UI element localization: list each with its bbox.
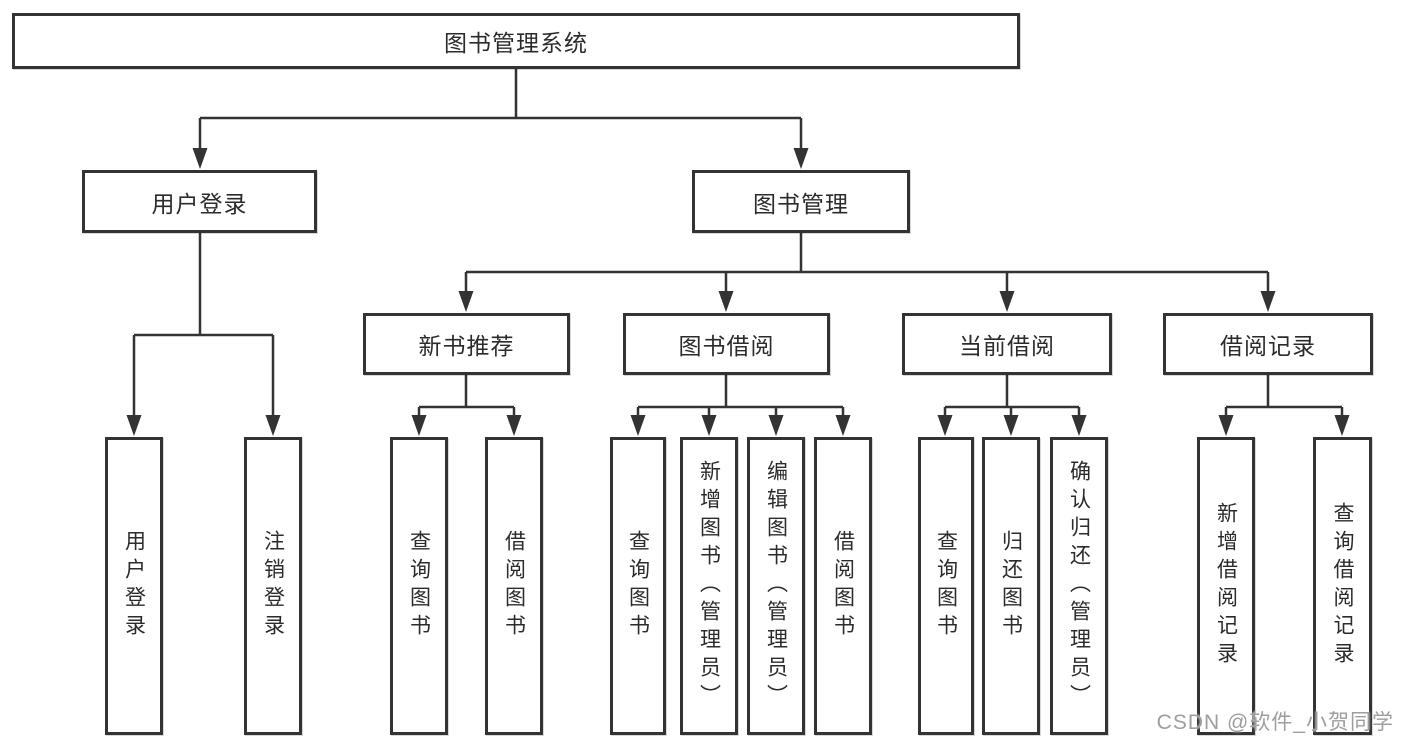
node-label: 当前借阅 — [959, 333, 1055, 359]
node-label: 用户登录 — [122, 530, 146, 642]
node-leaf-query-books-borrowing: 查询图书 — [610, 437, 666, 735]
watermark-text: CSDN @软件_小贺同学 — [1156, 711, 1394, 734]
connector-level3-rails — [419, 375, 1342, 409]
connector-book-management-children — [464, 233, 1270, 293]
node-label: 图书管理系统 — [444, 30, 588, 56]
node-leaf-edit-books-admin: 编辑图书（管理员） — [747, 437, 805, 735]
node-label: 新增图书（管理员） — [697, 460, 721, 712]
node-leaf-return-books: 归还图书 — [982, 437, 1040, 735]
node-label: 借阅图书 — [502, 530, 526, 642]
node-user-login: 用户登录 — [82, 170, 317, 233]
node-label: 查询借阅记录 — [1331, 502, 1354, 670]
node-leaf-confirm-return-admin: 确认归还（管理员） — [1050, 437, 1108, 735]
node-label: 借阅图书 — [831, 530, 855, 642]
node-leaf-borrow-books: 借阅图书 — [814, 437, 872, 735]
node-label: 注销登录 — [261, 530, 285, 642]
node-label: 用户登录 — [151, 190, 248, 217]
node-leaf-borrow-books-recommend: 借阅图书 — [485, 437, 543, 735]
node-label: 确认归还（管理员） — [1067, 460, 1091, 712]
node-label: 归还图书 — [999, 530, 1023, 642]
node-label: 图书管理 — [753, 190, 849, 217]
node-book-borrowing: 图书借阅 — [623, 313, 830, 375]
node-label: 查询图书 — [934, 530, 958, 642]
node-current-borrowing: 当前借阅 — [902, 313, 1112, 375]
node-new-book-recommend: 新书推荐 — [363, 313, 570, 375]
node-label: 新书推荐 — [418, 333, 515, 359]
node-leaf-add-books-admin: 新增图书（管理员） — [680, 437, 738, 735]
connector-root-level2 — [198, 68, 803, 149]
node-label: 新增借阅记录 — [1214, 502, 1238, 670]
node-label: 编辑图书（管理员） — [764, 460, 788, 712]
connector-leaf-stems — [417, 407, 1344, 418]
node-root: 图书管理系统 — [12, 13, 1020, 69]
node-leaf-query-borrow-record: 查询借阅记录 — [1313, 437, 1372, 735]
node-leaf-logout: 注销登录 — [244, 437, 302, 735]
node-leaf-user-login: 用户登录 — [105, 437, 163, 735]
node-book-management: 图书管理 — [692, 170, 910, 233]
connector-user-login-children — [132, 233, 275, 418]
node-label: 查询图书 — [407, 530, 431, 642]
node-borrowing-records: 借阅记录 — [1163, 313, 1373, 375]
node-leaf-query-books-recommend: 查询图书 — [390, 437, 448, 735]
node-leaf-query-books-current: 查询图书 — [918, 437, 974, 735]
node-label: 查询图书 — [626, 530, 650, 642]
node-leaf-add-borrow-record: 新增借阅记录 — [1197, 437, 1255, 735]
node-label: 图书借阅 — [678, 333, 775, 359]
node-label: 借阅记录 — [1220, 333, 1316, 359]
